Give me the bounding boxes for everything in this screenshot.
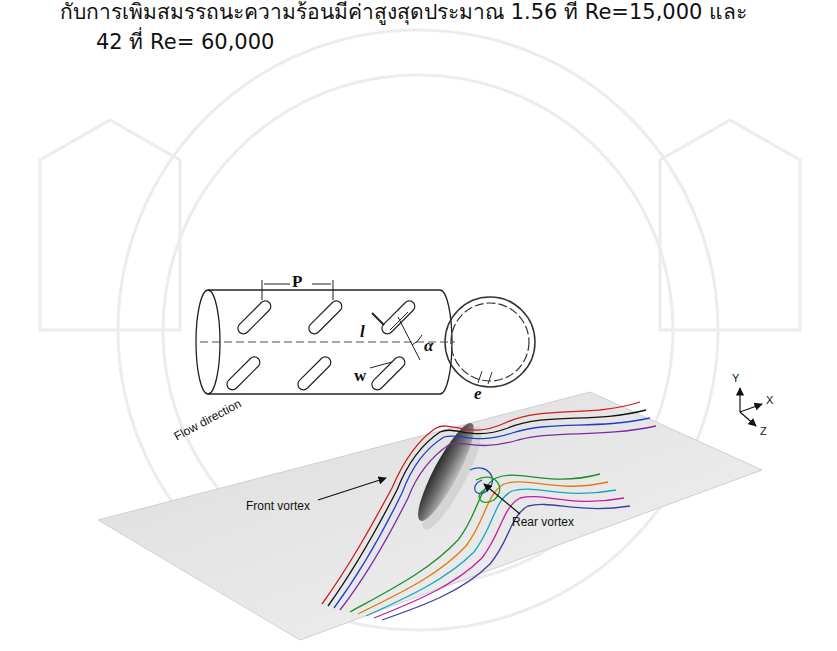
flow-label: Flow direction: [172, 397, 244, 444]
tube-cross-section: [445, 297, 535, 387]
axis-label: X: [766, 394, 773, 407]
flow-visualisation: [98, 388, 762, 640]
dimension-label: α: [424, 336, 433, 356]
dimension-label: l: [360, 322, 365, 342]
vortex-label: Front vortex: [246, 500, 310, 514]
axis-label: Y: [732, 372, 739, 385]
body-text: 42 ที่ Re= 60,000: [96, 30, 274, 54]
grooved-tube: [196, 280, 455, 394]
vortex-label: Rear vortex: [512, 516, 574, 530]
body-text: กับการเพิ่มสมรรถนะความร้อนมีค่าสูงสุดประ…: [60, 0, 747, 24]
dimension-label: e: [474, 384, 482, 404]
axis-label: Z: [760, 425, 767, 438]
dimension-label: P: [292, 272, 302, 292]
dimension-label: w: [354, 366, 366, 386]
